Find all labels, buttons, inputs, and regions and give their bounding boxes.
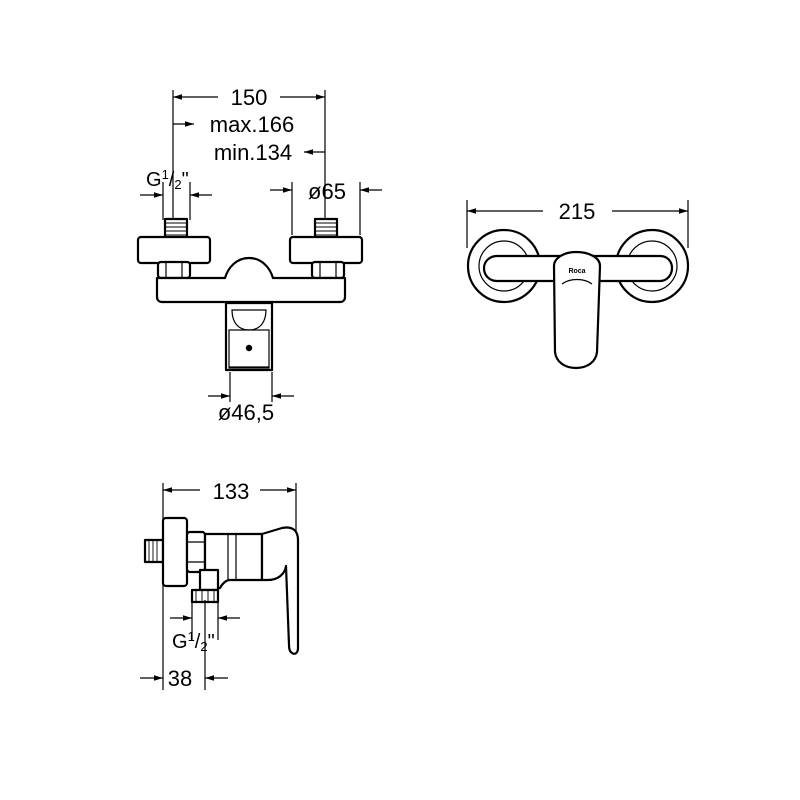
top-view: 215 Roca <box>466 199 690 370</box>
front-view: 150 max.166 min.134 G1/2" ø65 <box>136 85 382 425</box>
right-flange <box>288 235 364 265</box>
dim-min-label: min.134 <box>214 140 292 165</box>
dim-133-label: 133 <box>213 479 250 504</box>
side-flange <box>161 516 189 588</box>
side-lever-handle <box>260 526 300 655</box>
dim-150-label: 150 <box>231 85 268 110</box>
cartridge-body <box>224 301 274 372</box>
left-flange <box>136 235 212 265</box>
dim-diameter-65-label: ø65 <box>308 179 346 204</box>
side-mixer-body <box>203 532 264 590</box>
indicator-dot <box>245 344 253 352</box>
dim-diameter-46-label: ø46,5 <box>218 400 274 425</box>
side-thread-label: G1/2" <box>172 629 215 654</box>
mixer-body <box>155 256 347 304</box>
dim-38-label: 38 <box>168 666 192 691</box>
front-thread-label: G1/2" <box>146 167 189 192</box>
brand-logo: Roca <box>568 268 585 275</box>
lever-handle <box>552 250 602 370</box>
dim-max-label: max.166 <box>210 112 294 137</box>
side-view: 133 G1/2" <box>140 479 300 691</box>
dim-215-label: 215 <box>559 199 596 224</box>
